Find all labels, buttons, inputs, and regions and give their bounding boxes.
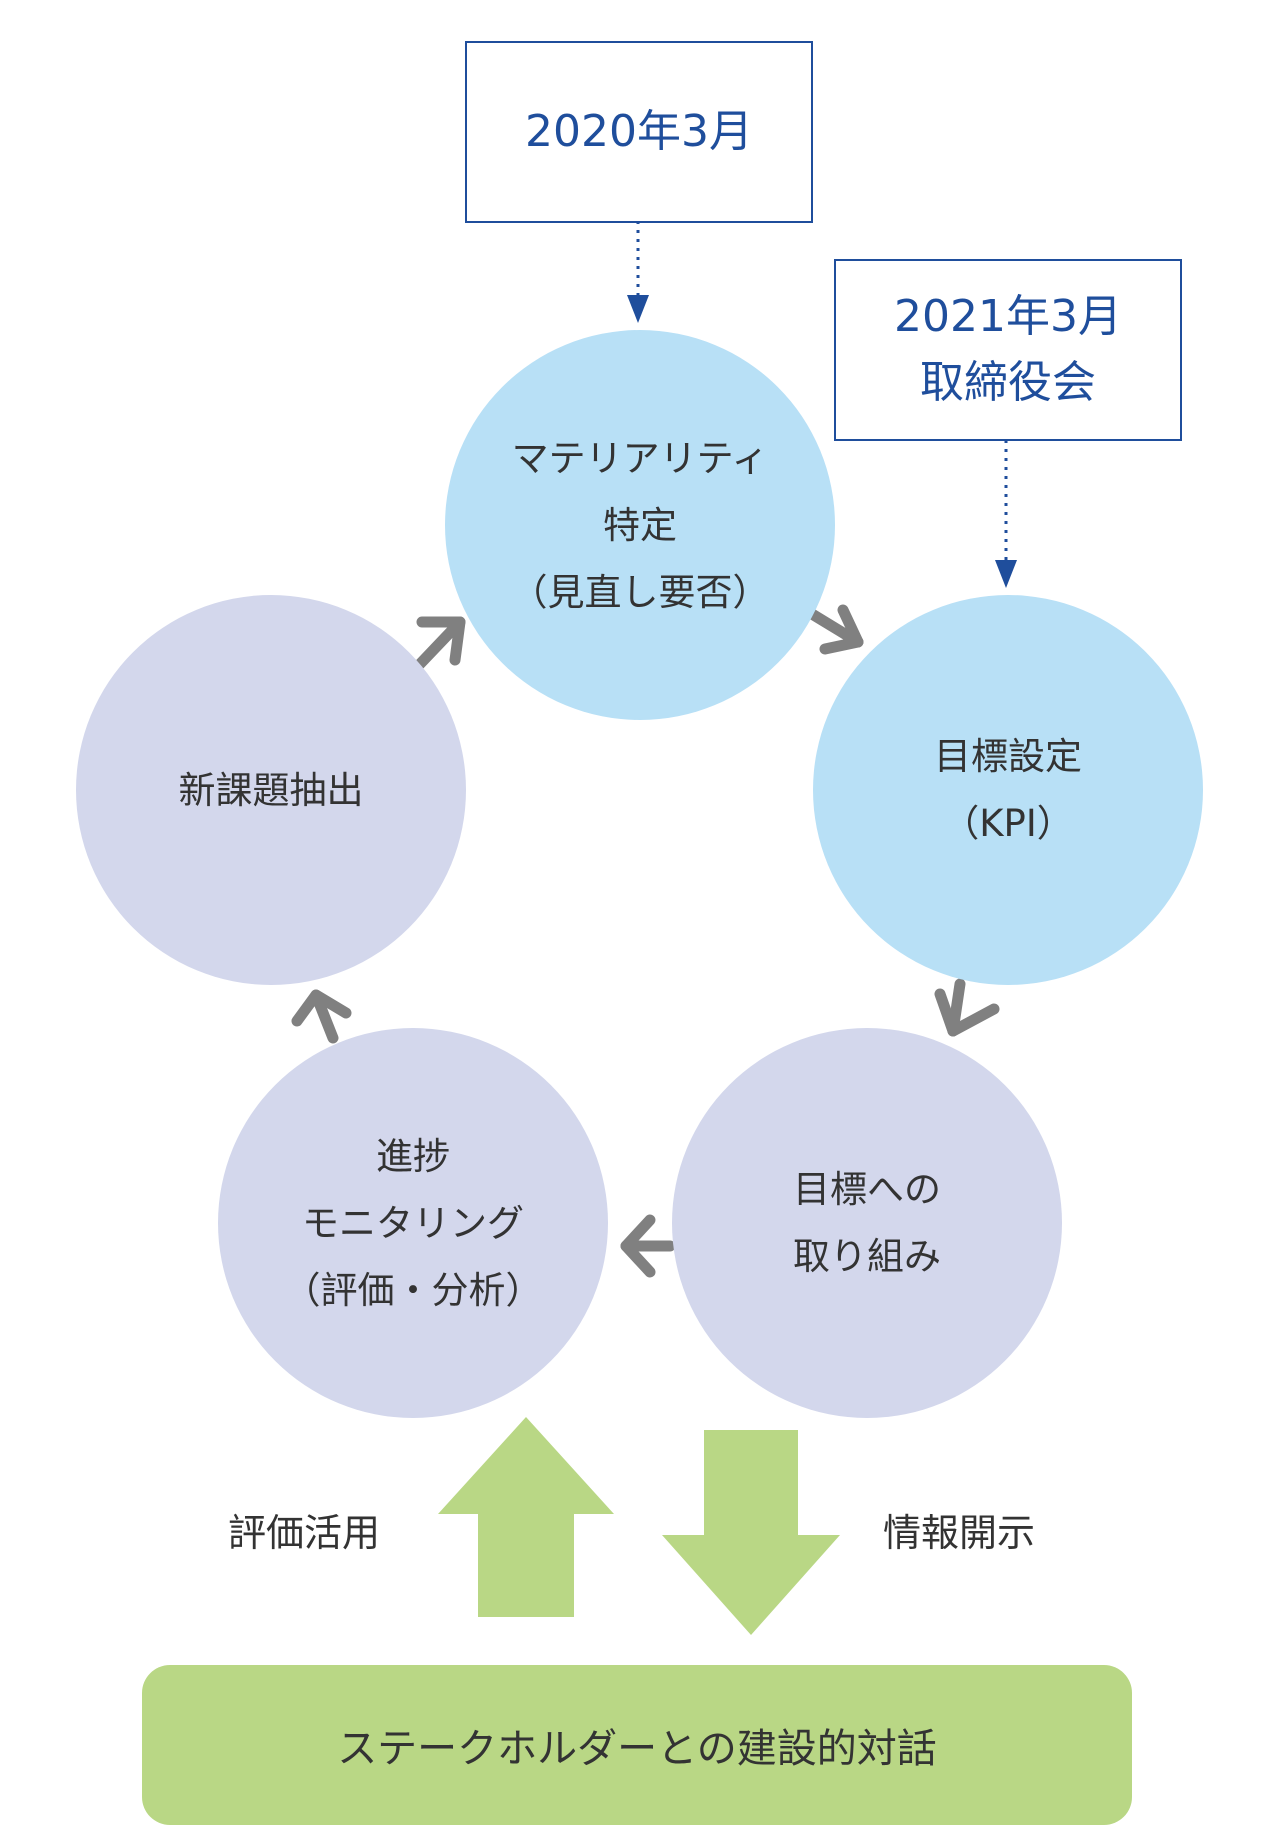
- initiatives-line2: 取り組み: [793, 1235, 941, 1278]
- cycle-arrow-right-to-bottom: [934, 978, 1000, 1037]
- materiality-line1: マテリアリティ: [511, 436, 769, 480]
- target-setting-line1: 目標設定: [934, 735, 1082, 778]
- date-box-2020-text: 2020年3月: [525, 106, 753, 157]
- circle-progress-monitoring: 進捗 モニタリング （評価・分析）: [218, 1028, 608, 1418]
- date-box-2021: 2021年3月 取締役会: [834, 259, 1182, 441]
- date-box-2021-event: 取締役会: [920, 357, 1096, 408]
- cycle-arrow-bottomright-to-bottomleft: [620, 1214, 676, 1278]
- materiality-line2: 特定: [603, 503, 677, 547]
- date-box-2020: 2020年3月: [465, 41, 813, 223]
- initiatives-line1: 目標への: [793, 1168, 941, 1211]
- cycle-arrow-left-to-top: [414, 616, 466, 670]
- circle-new-issues: 新課題抽出: [76, 595, 466, 985]
- connector-arrowhead-2021: [995, 560, 1017, 588]
- stakeholder-dialogue-bar: ステークホルダーとの建設的対話: [142, 1665, 1132, 1825]
- circle-target-setting: 目標設定 （KPI）: [813, 595, 1203, 985]
- materiality-line3: （見直し要否）: [510, 570, 770, 614]
- green-arrow-up: [438, 1417, 614, 1617]
- stakeholder-dialogue-text: ステークホルダーとの建設的対話: [337, 1726, 937, 1772]
- green-arrow-down: [662, 1430, 840, 1635]
- target-setting-line2: （KPI）: [942, 802, 1074, 845]
- progress-line1: 進捗: [376, 1134, 450, 1178]
- progress-line2: モニタリング: [302, 1201, 524, 1245]
- label-disclosure: 情報開示: [883, 1511, 1036, 1555]
- circle-materiality: マテリアリティ 特定 （見直し要否）: [445, 330, 835, 720]
- cycle-arrow-bottomleft-to-left: [291, 989, 352, 1044]
- label-evaluation-use: 評価活用: [228, 1511, 381, 1555]
- progress-line3: （評価・分析）: [283, 1268, 543, 1312]
- connector-arrowhead-2020: [627, 295, 649, 323]
- date-box-2021-date: 2021年3月: [894, 291, 1122, 342]
- new-issues-line1: 新課題抽出: [178, 768, 364, 812]
- cycle-arrow-top-to-right: [806, 604, 864, 655]
- circle-initiatives: 目標への 取り組み: [672, 1028, 1062, 1418]
